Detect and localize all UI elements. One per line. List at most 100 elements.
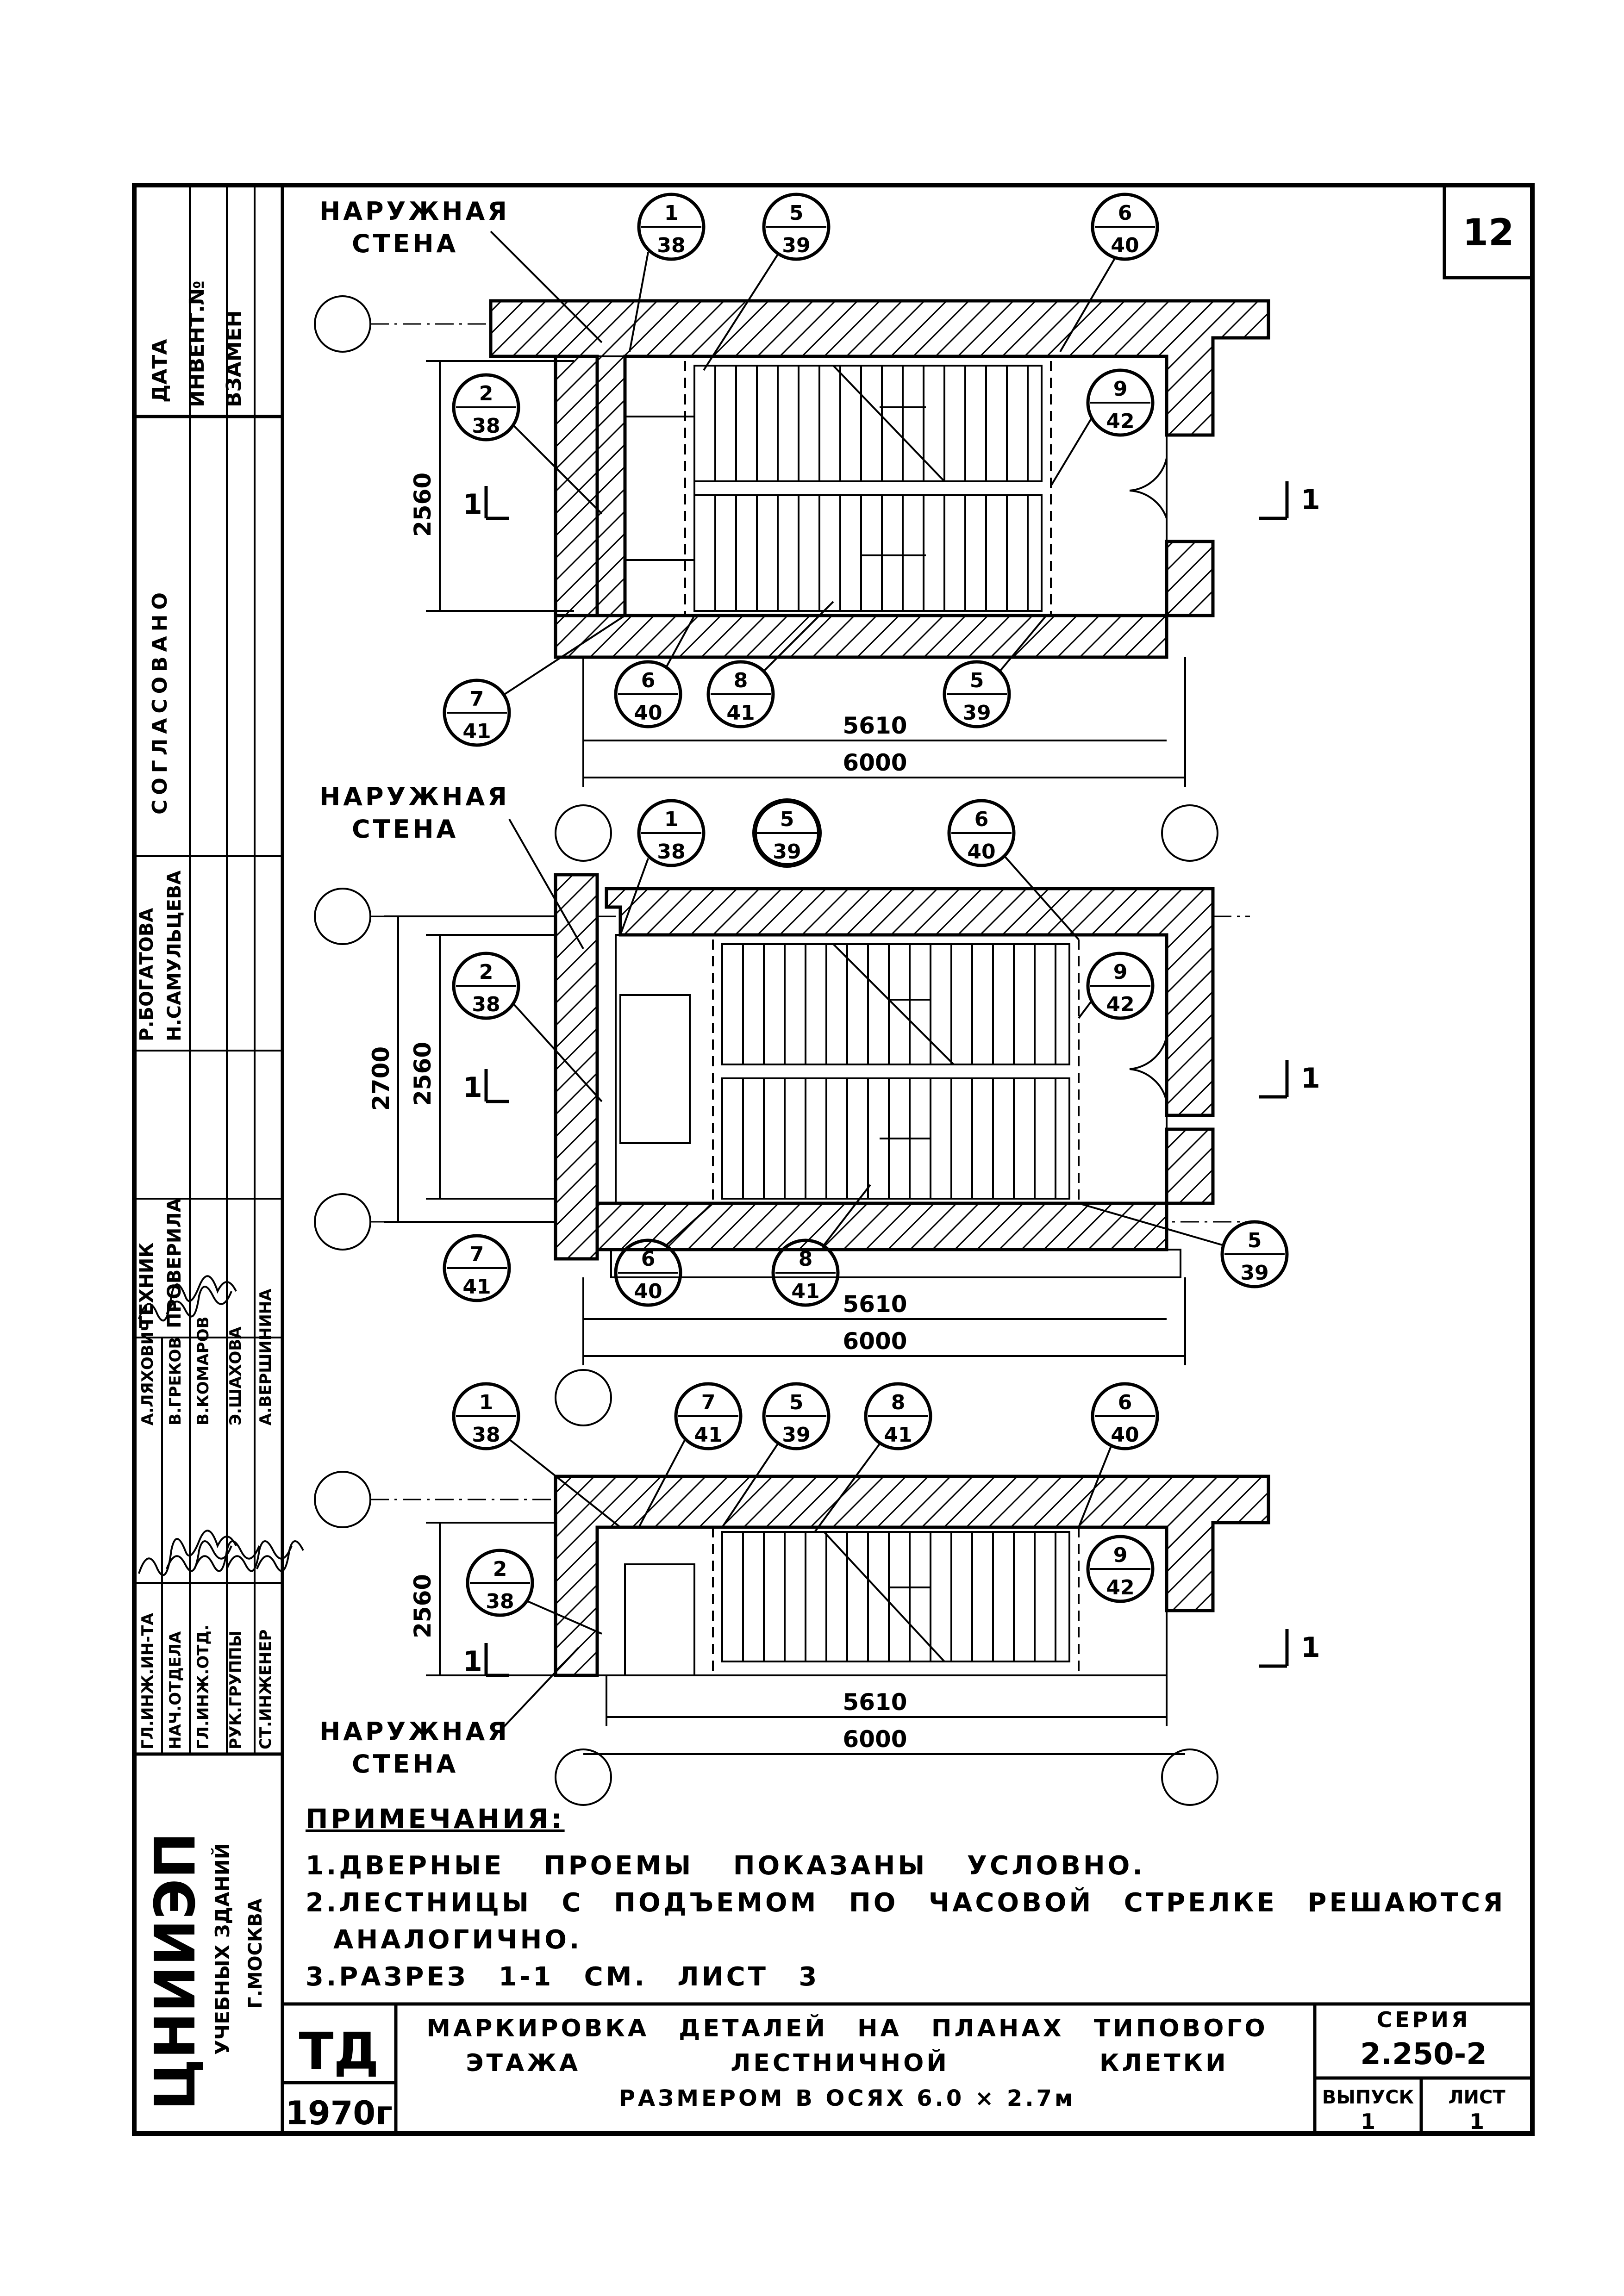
svg-text:9: 9 bbox=[1113, 1543, 1128, 1567]
svg-text:40: 40 bbox=[634, 1280, 662, 1303]
note-1: 1.ДВЕРНЫЕ ПРОЕМЫ ПОКАЗАНЫ УСЛОВНО. bbox=[306, 1851, 1145, 1881]
svg-text:1: 1 bbox=[664, 201, 679, 225]
svg-text:41: 41 bbox=[462, 1275, 491, 1299]
svg-text:39: 39 bbox=[1240, 1261, 1268, 1285]
ref-bubble: 9 42 bbox=[1086, 1535, 1155, 1603]
wall-left bbox=[554, 355, 599, 617]
ref-bubble: 1 38 bbox=[619, 799, 706, 935]
stair-flights bbox=[693, 365, 1043, 612]
svg-text:1: 1 bbox=[479, 1391, 493, 1414]
ref-bubble: 5 39 bbox=[721, 1382, 831, 1528]
svg-text:2: 2 bbox=[479, 382, 493, 405]
svg-text:2: 2 bbox=[479, 960, 493, 984]
stair-flights bbox=[721, 943, 1070, 1200]
section-mark-right-3: 1 bbox=[1301, 1631, 1320, 1664]
staff-role-5: ГЛ.ИНЖ.ОТД. bbox=[194, 1624, 212, 1749]
note-3: 3.РАЗРЕЗ 1-1 СМ. ЛИСТ 3 bbox=[306, 1962, 819, 1992]
section-mark-left-1: 1 bbox=[463, 488, 482, 521]
wall-label-2b: СТЕНА bbox=[352, 815, 458, 844]
svg-text:1: 1 bbox=[664, 808, 679, 831]
staff-role-4: НАЧ.ОТДЕЛА bbox=[166, 1631, 185, 1749]
wall-bottom bbox=[554, 540, 1215, 659]
doc-title-1: МАРКИРОВКА ДЕТАЛЕЙ НА ПЛАНАХ ТИПОВОГО bbox=[426, 2014, 1268, 2042]
staff-name-2: Н.САМУЛЬЦЕВА bbox=[164, 871, 185, 1041]
staff-name-7: А.ВЕРШИНИНА bbox=[256, 1288, 275, 1425]
svg-text:6: 6 bbox=[974, 808, 989, 831]
section-mark-left-3: 1 bbox=[463, 1645, 482, 1678]
svg-text:6: 6 bbox=[641, 669, 656, 692]
org-city: Г.МОСКВА bbox=[245, 1898, 266, 2009]
svg-text:5: 5 bbox=[789, 201, 804, 225]
section-mark-right-1: 1 bbox=[1301, 484, 1320, 516]
section-mark-left-2: 1 bbox=[463, 1071, 482, 1104]
svg-text:8: 8 bbox=[734, 669, 748, 692]
dim-outer-3: 6000 bbox=[843, 1726, 907, 1753]
note-2: 2.ЛЕСТНИЦЫ С ПОДЪЕМОМ ПО ЧАСОВОЙ СТРЕЛКЕ… bbox=[306, 1887, 1505, 1918]
doc-title-3: РАЗМЕРОМ В ОСЯХ 6.0 × 2.7м bbox=[619, 2085, 1075, 2111]
svg-text:40: 40 bbox=[634, 701, 662, 725]
svg-text:6: 6 bbox=[1118, 201, 1132, 225]
svg-text:39: 39 bbox=[773, 840, 801, 864]
svg-text:38: 38 bbox=[472, 993, 500, 1016]
sheet-label: ЛИСТ bbox=[1448, 2087, 1505, 2108]
svg-text:40: 40 bbox=[1111, 234, 1139, 257]
svg-text:9: 9 bbox=[1113, 377, 1128, 401]
wall-bottom bbox=[595, 1127, 1215, 1251]
ref-bubble: 5 39 bbox=[752, 798, 822, 868]
doc-code: ТД bbox=[299, 2022, 379, 2081]
svg-text:41: 41 bbox=[791, 1280, 819, 1303]
svg-text:41: 41 bbox=[884, 1423, 912, 1447]
stair-flights bbox=[721, 1531, 1070, 1676]
svg-text:38: 38 bbox=[472, 414, 500, 438]
svg-text:6: 6 bbox=[1118, 1391, 1132, 1414]
svg-text:5: 5 bbox=[1248, 1229, 1262, 1252]
svg-text:39: 39 bbox=[962, 701, 991, 725]
doc-year: 1970г bbox=[285, 2094, 392, 2132]
dim-inner-3: 5610 bbox=[843, 1689, 907, 1716]
ref-bubble: 5 39 bbox=[943, 615, 1047, 728]
svg-text:41: 41 bbox=[694, 1423, 722, 1447]
staff-role-1: ТЕХНИК bbox=[136, 1243, 157, 1328]
svg-text:7: 7 bbox=[470, 1243, 484, 1266]
svg-text:38: 38 bbox=[657, 234, 685, 257]
svg-text:41: 41 bbox=[726, 701, 755, 725]
org-line2: УЧЕБНЫХ ЗДАНИЙ bbox=[211, 1843, 234, 2055]
dim-height-outer-2: 2700 bbox=[368, 1046, 394, 1111]
wall-label-3b: СТЕНА bbox=[352, 1749, 458, 1779]
dim-outer-2: 6000 bbox=[843, 1328, 907, 1355]
ref-bubble: 5 39 bbox=[703, 193, 831, 371]
svg-text:8: 8 bbox=[799, 1247, 813, 1271]
svg-text:42: 42 bbox=[1106, 1576, 1134, 1599]
dim-height-2: 2560 bbox=[409, 1042, 436, 1106]
staff-role-3: ГЛ.ИНЖ.ИН-ТА bbox=[138, 1613, 157, 1749]
staff-name-4: В.ГРЕКОВ bbox=[166, 1337, 185, 1425]
staff-role-2: ПРОВЕРИЛА bbox=[164, 1198, 185, 1328]
svg-text:38: 38 bbox=[657, 840, 685, 864]
svg-text:38: 38 bbox=[486, 1590, 514, 1613]
org-name: ЦНИИЭП bbox=[144, 1832, 208, 2110]
signatures bbox=[138, 1275, 304, 1576]
ref-bubble: 6 40 bbox=[614, 615, 695, 728]
svg-text:5: 5 bbox=[780, 808, 794, 831]
dim-outer-1: 6000 bbox=[843, 749, 907, 776]
ref-bubble: 1 38 bbox=[629, 193, 706, 352]
stamp-inventory: ИНВЕНТ.№ bbox=[185, 280, 209, 407]
svg-text:8: 8 bbox=[891, 1391, 906, 1414]
staff-name-1: Р.БОГАТОВА bbox=[136, 908, 157, 1041]
wall-label-3a: НАРУЖНАЯ bbox=[319, 1717, 510, 1746]
ref-bubble: 8 41 bbox=[771, 1184, 871, 1307]
side-stamp: ДАТА ИНВЕНТ.№ ВЗАМЕН СОГЛАСОВАНО ТЕХНИК … bbox=[134, 185, 304, 2134]
section-mark-right-2: 1 bbox=[1301, 1062, 1320, 1095]
dim-height-1: 2560 bbox=[409, 473, 436, 537]
series-label: СЕРИЯ bbox=[1377, 2007, 1471, 2032]
wall-label-1a: НАРУЖНАЯ bbox=[319, 197, 510, 226]
svg-text:41: 41 bbox=[462, 720, 491, 743]
svg-text:42: 42 bbox=[1106, 410, 1134, 433]
ref-bubble: 6 40 bbox=[1059, 193, 1159, 353]
ref-bubble: 7 41 bbox=[443, 1234, 511, 1302]
notes-heading: ПРИМЕЧАНИЯ: bbox=[306, 1803, 565, 1835]
wall-top bbox=[489, 299, 1270, 617]
wall-label-1b: СТЕНА bbox=[352, 229, 458, 258]
svg-text:5: 5 bbox=[970, 669, 984, 692]
